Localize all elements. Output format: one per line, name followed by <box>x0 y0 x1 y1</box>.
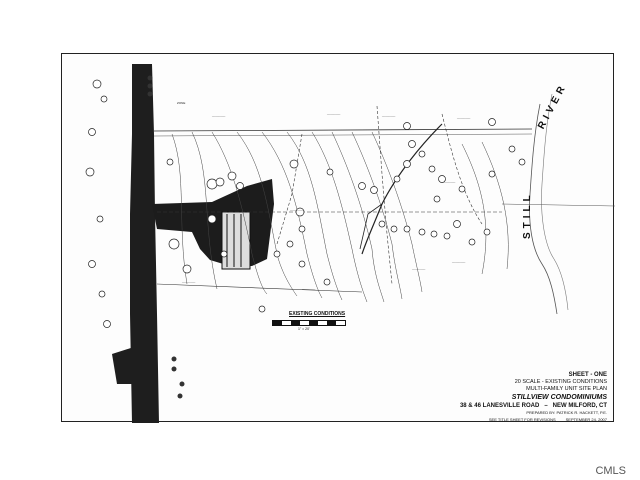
revisions-text: SEE TITLE SHEET FOR REVISIONS <box>488 417 556 422</box>
sheet-number: SHEET - ONE <box>568 372 607 378</box>
svg-text:________: ________ <box>441 179 456 183</box>
tree-cluster <box>147 75 185 399</box>
scale-text: 1" = 20' <box>298 327 310 331</box>
contour-lines <box>171 131 509 303</box>
revisions-note: SEE TITLE SHEET FOR REVISIONS SEPTEMBER 2… <box>489 418 607 422</box>
project-address: 38 & 46 LANESVILLE ROAD – NEW MILFORD, C… <box>459 403 607 409</box>
property-line-north <box>153 128 533 132</box>
svg-text:________: ________ <box>211 113 226 117</box>
scale-bar <box>272 320 346 326</box>
svg-text:________: ________ <box>456 115 471 119</box>
svg-text:________: ________ <box>381 113 396 117</box>
svg-text:________: ________ <box>326 111 341 115</box>
site-plan-sheet: ZONE ________ ________ ________ ________… <box>61 53 615 423</box>
project-name: STILLVIEW CONDOMINIUMS <box>511 394 607 401</box>
address-street: 38 & 46 LANESVILLE ROAD <box>459 403 540 409</box>
sheet-scale: 20 SCALE - EXISTING CONDITIONS <box>514 379 607 385</box>
address-town: NEW MILFORD, CT <box>552 403 607 409</box>
river-bank <box>529 103 558 315</box>
svg-text:________: ________ <box>289 207 304 211</box>
still-label: STILL <box>522 191 533 239</box>
svg-text:________: ________ <box>301 286 316 290</box>
prepared-by: PREPARED BY: PATRICK R. HACKETT, P.E. <box>526 410 607 415</box>
svg-text:________: ________ <box>411 266 426 270</box>
plan-date: SEPTEMBER 24, 2007 <box>565 417 607 422</box>
svg-text:________: ________ <box>181 279 196 283</box>
plan-type: MULTI-FAMILY UNIT SITE PLAN <box>526 386 607 392</box>
svg-text:ZONE: ZONE <box>177 101 185 105</box>
building-footprint <box>221 211 251 270</box>
existing-conditions-label: EXISTING CONDITIONS <box>289 311 346 317</box>
svg-text:________: ________ <box>451 259 466 263</box>
tree-symbols <box>85 79 526 328</box>
lanesville-road <box>130 64 159 423</box>
cmls-watermark: CMLS <box>595 465 626 477</box>
site-plan-drawing: ZONE ________ ________ ________ ________… <box>85 64 615 423</box>
